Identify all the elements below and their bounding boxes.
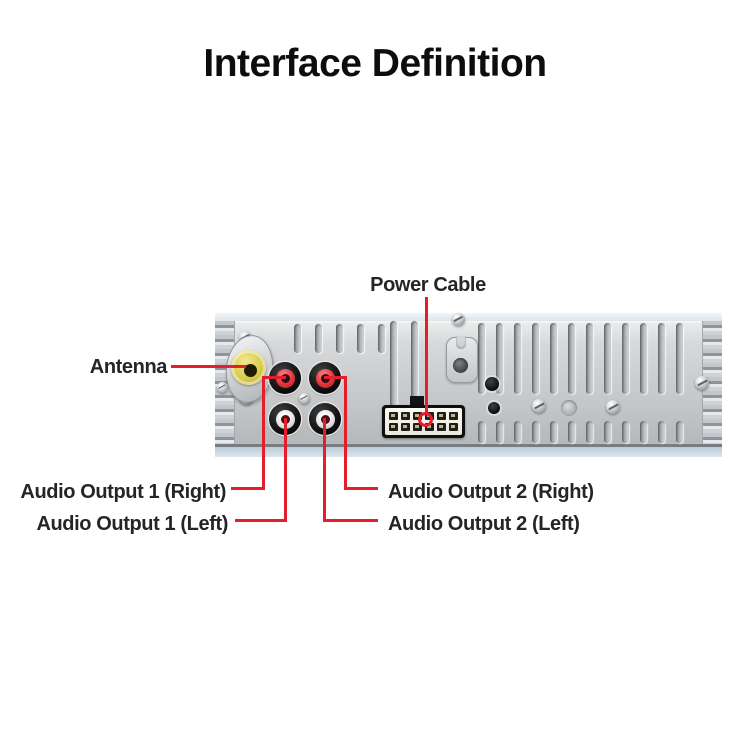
vent-slot [568, 421, 575, 443]
audio-2-right-pointer-line [344, 376, 347, 490]
vent-slot [496, 323, 503, 394]
vent-slot [622, 323, 629, 394]
vent-slot [378, 324, 385, 353]
stereo-rear-panel [215, 312, 722, 457]
vent-slot [604, 323, 611, 394]
audio-2-right-pointer-line [344, 487, 378, 490]
vent-slot [357, 324, 364, 353]
audio-output-2-right-label: Audio Output 2 (Right) [388, 481, 594, 503]
power-pin [437, 423, 446, 431]
vent-slot [550, 323, 557, 394]
antenna-label: Antenna [89, 356, 168, 378]
power-cable-pointer-line [425, 297, 428, 413]
panel-hole [488, 402, 500, 414]
vent-slot [532, 421, 539, 443]
panel-dimple [561, 400, 577, 416]
power-pin [413, 423, 422, 431]
vent-slot [411, 321, 418, 408]
power-cable-pointer-ring [418, 412, 433, 427]
vent-slot [514, 323, 521, 394]
power-pin [401, 412, 410, 420]
vent-slot [658, 323, 665, 394]
vent-slot [676, 323, 683, 394]
power-pin [449, 412, 458, 420]
panel-bottom-edge [215, 444, 722, 447]
vent-slot [676, 421, 683, 443]
audio-1-right-pointer-line [231, 487, 265, 490]
vent-slot [514, 421, 521, 443]
audio-1-left-pointer-line [235, 519, 287, 522]
panel-bottom-strip [215, 447, 722, 457]
vent-slot [478, 421, 485, 443]
antenna-pointer-line [171, 365, 246, 368]
power-pin [401, 423, 410, 431]
vent-slot [568, 323, 575, 394]
audio-1-left-pointer-line [284, 418, 287, 521]
audio-1-right-pointer-line [264, 376, 286, 379]
power-cable-label: Power Cable [370, 274, 486, 296]
vent-slot [640, 421, 647, 443]
vent-slot [336, 324, 343, 353]
power-pin [389, 412, 398, 420]
mounting-bracket-hole [453, 358, 468, 373]
audio-2-right-pointer-line [324, 376, 347, 379]
power-pin [437, 412, 446, 420]
vent-slot [550, 421, 557, 443]
vent-slot [586, 323, 593, 394]
power-pin [449, 423, 458, 431]
vent-slot [604, 421, 611, 443]
vent-slot [586, 421, 593, 443]
audio-2-left-pointer-line [323, 418, 326, 521]
audio-2-left-pointer-line [323, 519, 378, 522]
screw [695, 376, 709, 390]
mounting-bracket-notch [456, 336, 466, 349]
panel-hole [485, 377, 499, 391]
vent-slot [390, 321, 397, 408]
screw [216, 381, 228, 393]
power-pin [413, 412, 422, 420]
screw [451, 312, 465, 326]
audio-output-1-left-label: Audio Output 1 (Left) [36, 513, 228, 535]
vent-slot [658, 421, 665, 443]
vent-slot [640, 323, 647, 394]
power-pin [425, 423, 434, 431]
vent-slot [532, 323, 539, 394]
vent-slot [294, 324, 301, 353]
audio-output-1-right-label: Audio Output 1 (Right) [20, 481, 226, 503]
audio-output-2-left-label: Audio Output 2 (Left) [388, 513, 580, 535]
vent-slot [315, 324, 322, 353]
page-title: Interface Definition [203, 42, 547, 85]
vent-slot [496, 421, 503, 443]
antenna-jack-hole [244, 364, 257, 377]
vent-slot [478, 323, 485, 394]
audio-1-right-pointer-line [262, 376, 265, 490]
power-pin-row [387, 423, 460, 431]
vent-slot [622, 421, 629, 443]
screw [532, 399, 546, 413]
power-pin [389, 423, 398, 431]
screw [606, 400, 620, 414]
screw [298, 392, 310, 404]
